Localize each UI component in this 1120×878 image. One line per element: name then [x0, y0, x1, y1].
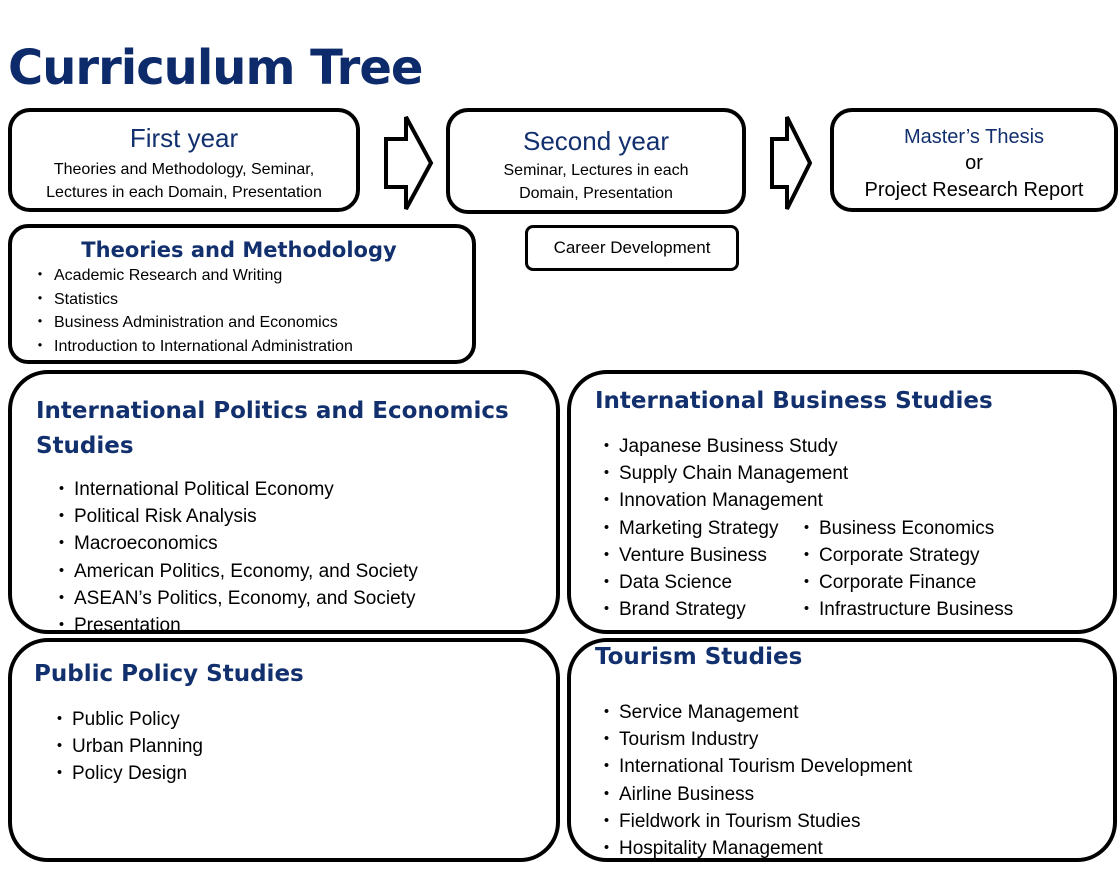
theories-heading: Theories and Methodology	[81, 238, 397, 262]
thesis-line3: Project Research Report	[864, 179, 1084, 201]
career-development-label: Career Development	[553, 238, 711, 257]
ibs-heading: International Business Studies	[595, 388, 993, 414]
list-item: Hospitality Management	[597, 835, 1113, 862]
ibs-list-right: Business Economics Corporate Strategy Co…	[797, 515, 1013, 624]
list-item: Public Policy	[50, 706, 556, 733]
list-item: Innovation Management	[597, 487, 823, 514]
page-title: Curriculum Tree	[8, 40, 423, 96]
list-item: International Tourism Development	[597, 753, 1113, 780]
list-item: Corporate Finance	[797, 569, 1013, 596]
first-year-desc-line2: Lectures in each Domain, Presentation	[46, 184, 322, 201]
list-item: Marketing Strategy	[597, 515, 803, 542]
list-item: Statistics	[32, 288, 472, 312]
list-item: Fieldwork in Tourism Studies	[597, 808, 1113, 835]
ibs-lists: Japanese Business Study Supply Chain Man…	[597, 433, 1113, 624]
thesis-line1: Master’s Thesis	[903, 126, 1045, 148]
theories-list: Academic Research and Writing Statistics…	[32, 264, 472, 359]
list-item: Business Administration and Economics	[32, 311, 472, 335]
list-item: Urban Planning	[50, 733, 556, 760]
list-item: ASEAN’s Politics, Economy, and Society	[52, 585, 556, 612]
second-year-heading: Second year	[523, 126, 669, 156]
career-development-box: Career Development	[525, 225, 739, 271]
ipe-studies-box: International Politics and Economics Stu…	[8, 370, 560, 639]
right-arrow-icon	[384, 116, 434, 210]
ipe-heading-line2: Studies	[36, 433, 134, 459]
list-item: Introduction to International Administra…	[32, 335, 472, 359]
second-year-desc-line2: Domain, Presentation	[519, 185, 673, 202]
ipe-list: International Political Economy Politica…	[52, 476, 556, 639]
theories-methodology-box: Theories and Methodology Academic Resear…	[8, 224, 476, 364]
pps-heading: Public Policy Studies	[34, 661, 304, 687]
list-item: Corporate Strategy	[797, 542, 1013, 569]
ibs-list-left: Japanese Business Study Supply Chain Man…	[597, 433, 848, 624]
list-item: Supply Chain Management	[597, 460, 848, 487]
thesis-line2: or	[965, 152, 983, 174]
list-item: Tourism Industry	[597, 726, 1113, 753]
list-item: Infrastructure Business	[797, 596, 1013, 623]
list-item: Venture Business	[597, 542, 803, 569]
list-item: American Politics, Economy, and Society	[52, 558, 556, 585]
list-item: Policy Design	[50, 760, 556, 787]
ibs-studies-box: International Business Studies Japanese …	[567, 370, 1117, 634]
list-item: Political Risk Analysis	[52, 503, 556, 530]
list-item: Academic Research and Writing	[32, 264, 472, 288]
thesis-box: Master’s Thesis or Project Research Repo…	[830, 108, 1118, 212]
list-item: Macroeconomics	[52, 530, 556, 557]
second-year-desc-line1: Seminar, Lectures in each	[503, 162, 689, 179]
tourism-list: Service Management Tourism Industry Inte…	[597, 699, 1113, 862]
right-arrow-icon	[770, 116, 812, 210]
list-item: Data Science	[597, 569, 803, 596]
second-year-box: Second year Seminar, Lectures in each Do…	[446, 108, 746, 214]
list-item: Brand Strategy	[597, 596, 803, 623]
first-year-box: First year Theories and Methodology, Sem…	[8, 108, 360, 212]
list-item: Airline Business	[597, 781, 1113, 808]
first-year-desc-line1: Theories and Methodology, Seminar,	[53, 161, 315, 178]
ipe-heading-line1: International Politics and Economics	[36, 398, 509, 424]
pps-studies-box: Public Policy Studies Public Policy Urba…	[8, 638, 560, 862]
list-item: International Political Economy	[52, 476, 556, 503]
list-item: Japanese Business Study	[597, 433, 838, 460]
tourism-heading: Tourism Studies	[595, 644, 803, 670]
first-year-heading: First year	[129, 123, 239, 153]
list-item: Business Economics	[797, 515, 1013, 542]
pps-list: Public Policy Urban Planning Policy Desi…	[50, 706, 556, 788]
tourism-studies-box: Tourism Studies Service Management Touri…	[567, 638, 1117, 862]
list-item: Presentation	[52, 612, 556, 639]
list-item: Service Management	[597, 699, 1113, 726]
